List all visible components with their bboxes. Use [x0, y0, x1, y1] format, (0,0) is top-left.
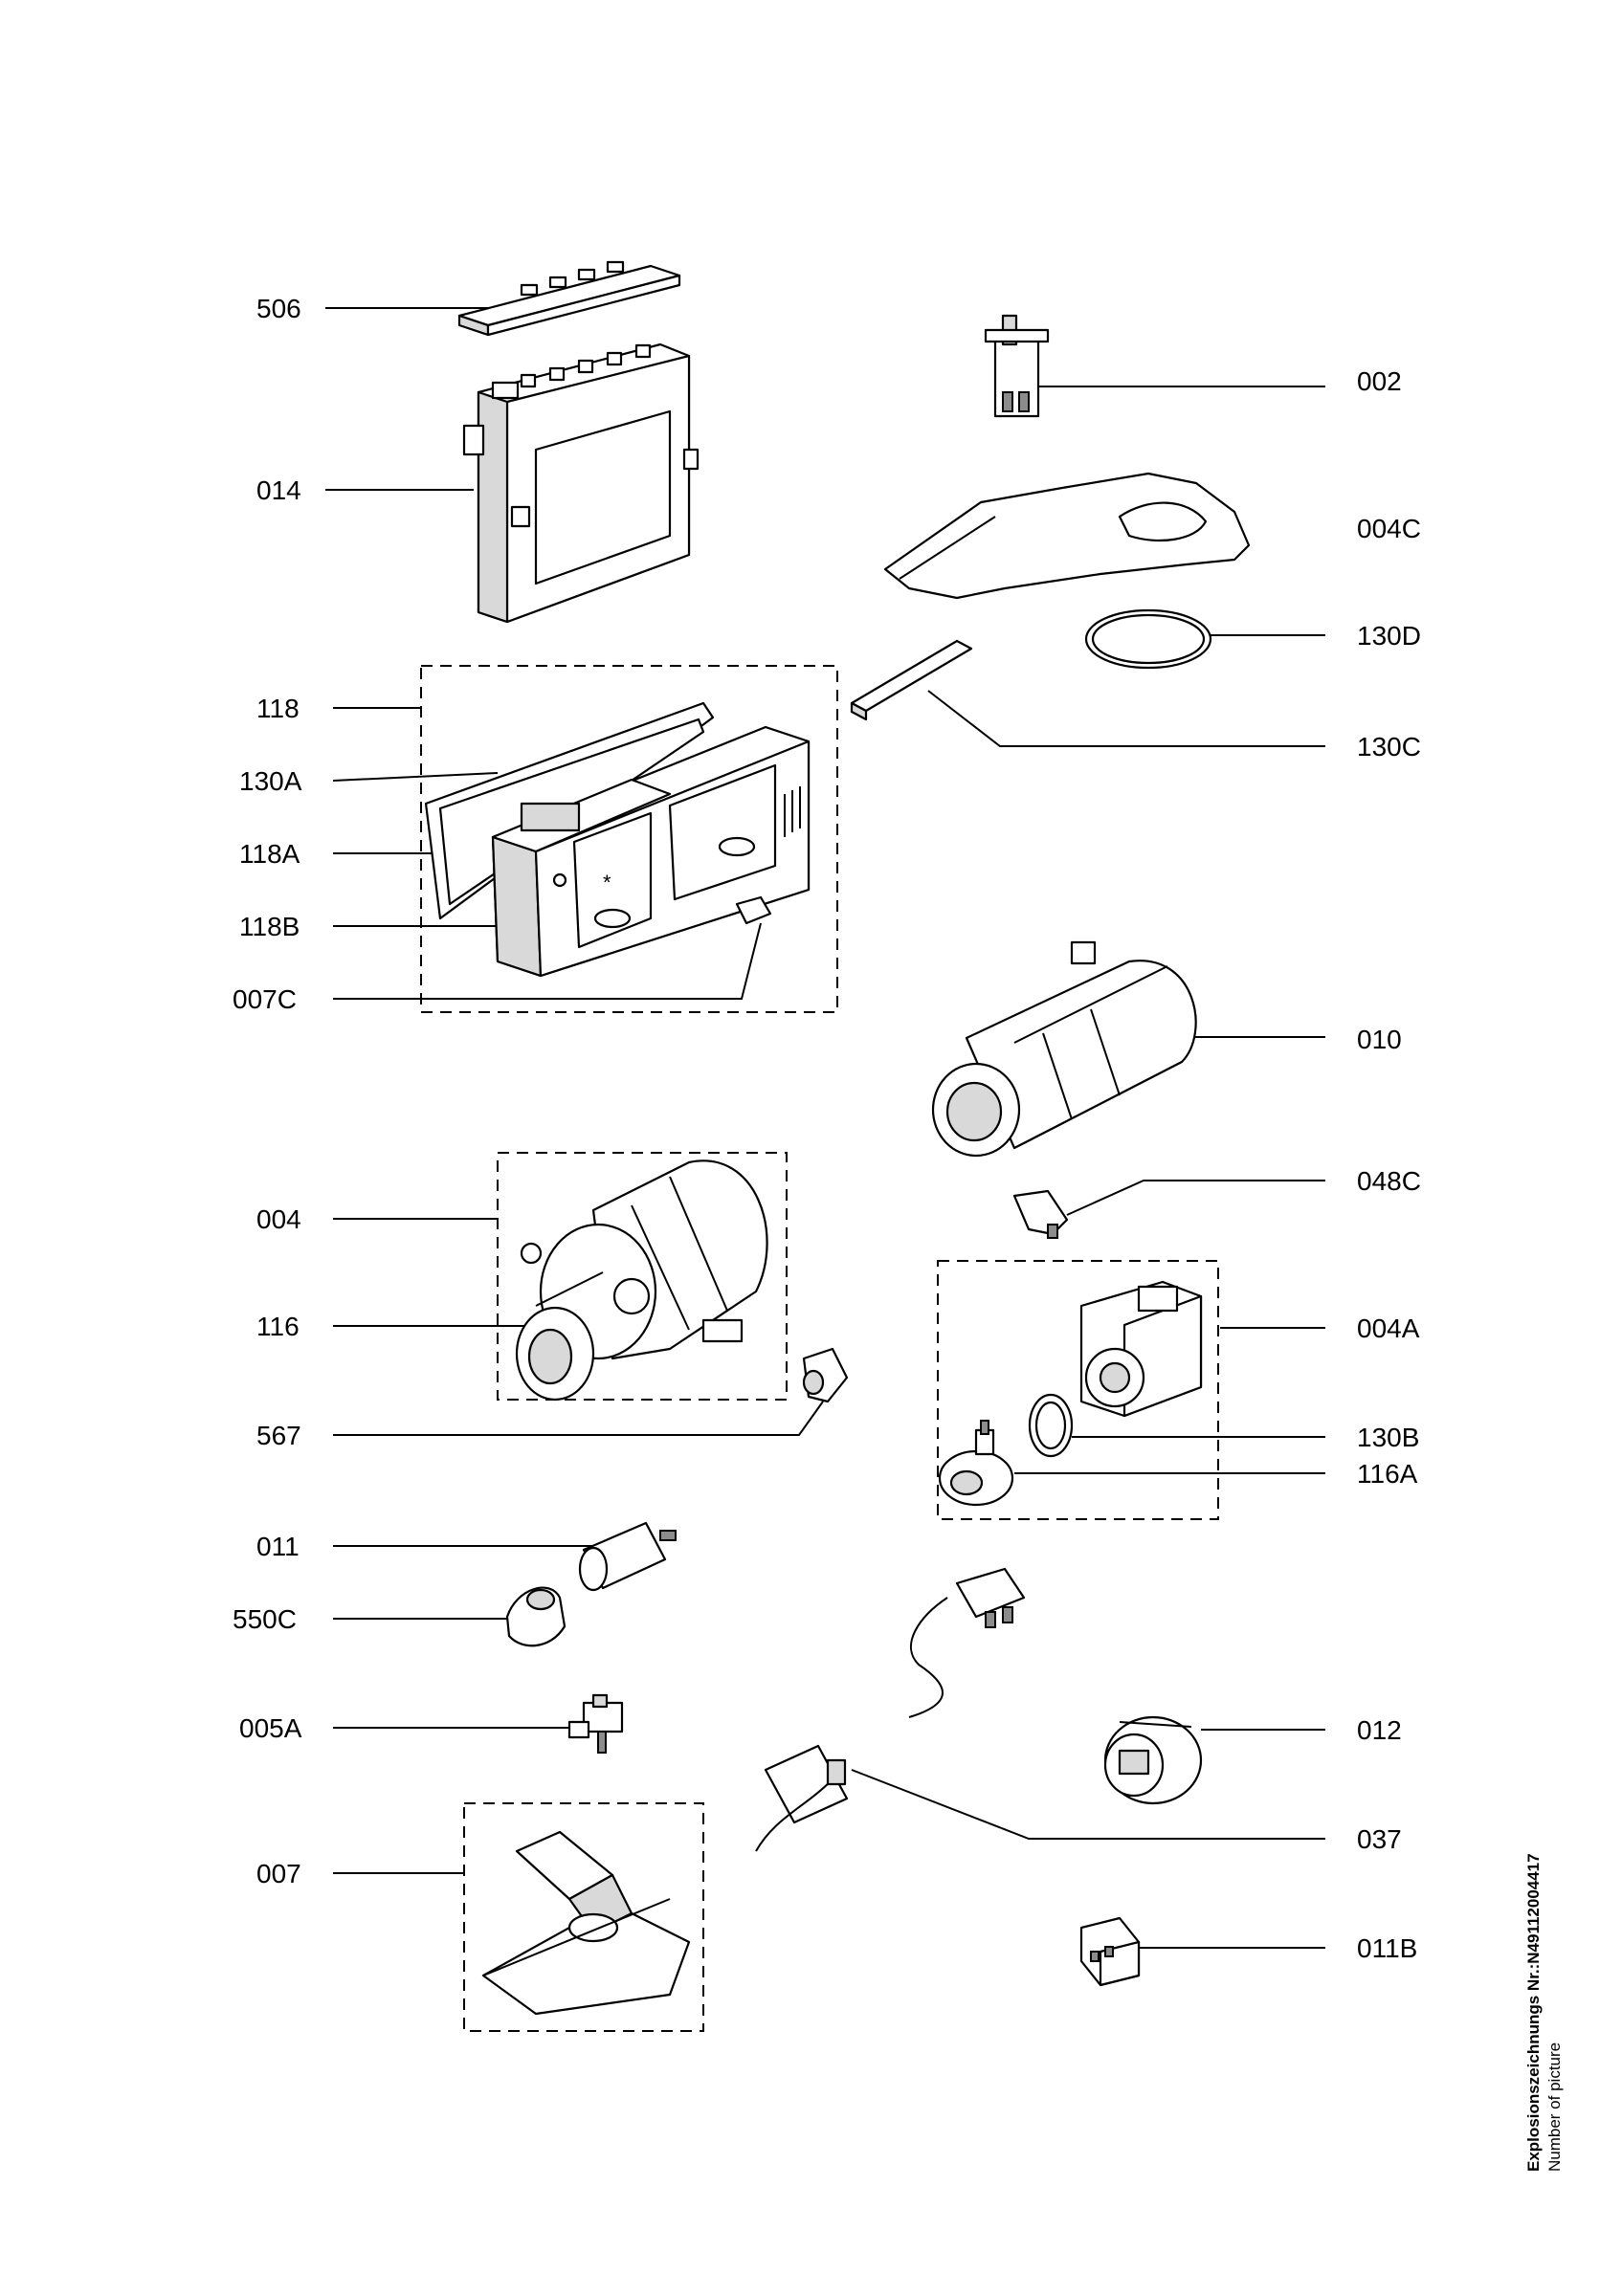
drawing-number: Explosionszeichnungs Nr.:N4911200441​7	[1524, 1853, 1543, 2172]
picture-label: Number of picture	[1545, 2042, 1564, 2172]
part-014-control-module	[462, 342, 700, 624]
leader-037	[851, 1769, 1325, 1840]
callout-130A: 130A	[239, 766, 302, 796]
part-007C-clip	[735, 895, 772, 925]
callout-116A: 116A	[1357, 1459, 1418, 1489]
part-011-capacitor	[578, 1521, 677, 1592]
part-002-switch	[984, 314, 1050, 418]
callout-004C: 004C	[1357, 514, 1421, 543]
part-048C-sensor	[1012, 1189, 1069, 1239]
part-004-pump	[515, 1159, 768, 1402]
part-011B-relay	[1079, 1916, 1141, 1987]
part-116A-valve	[938, 1420, 1014, 1507]
callout-007: 007	[256, 1859, 301, 1888]
callout-004: 004	[256, 1204, 301, 1234]
callout-010: 010	[1357, 1025, 1402, 1054]
group-box-004A	[937, 1260, 1219, 1520]
callout-130C: 130C	[1357, 732, 1421, 762]
callout-037: 037	[1357, 1824, 1402, 1854]
group-box-007	[463, 1802, 704, 2032]
part-004C-cover	[883, 472, 1251, 600]
callout-506: 506	[256, 294, 301, 323]
callout-004A: 004A	[1357, 1314, 1420, 1343]
svg-text:*: *	[603, 871, 611, 894]
callout-118A: 118A	[239, 839, 300, 869]
part-130C-seal	[850, 639, 973, 721]
callout-116: 116	[256, 1312, 300, 1341]
callout-118: 118	[256, 694, 300, 723]
part-007-spray-arm	[481, 1830, 691, 2016]
callout-011B: 011B	[1357, 1933, 1417, 1963]
part-118-dispenser: *	[491, 725, 811, 978]
leader-007C	[333, 922, 762, 1000]
callout-005A: 005A	[239, 1713, 302, 1743]
callout-011: 011	[256, 1532, 300, 1561]
callout-007C: 007C	[233, 984, 297, 1014]
callout-012: 012	[1357, 1715, 1402, 1745]
group-box-004	[497, 1152, 788, 1401]
drawing-number-block: Explosionszeichnungs Nr.:N4911200441​7 N…	[1523, 1853, 1566, 2172]
callout-002: 002	[1357, 366, 1402, 396]
part-005A-valve	[567, 1693, 624, 1754]
part-567-clip	[802, 1347, 849, 1403]
callout-567: 567	[256, 1421, 301, 1450]
leader-130C	[927, 690, 1325, 747]
callout-118B: 118B	[239, 912, 300, 941]
part-130D-oring	[1084, 608, 1212, 670]
callout-550C: 550C	[233, 1604, 297, 1634]
leader-048C	[1066, 1180, 1325, 1216]
part-550C-cap	[505, 1586, 567, 1647]
leader-567	[333, 1401, 824, 1436]
part-010-heater	[931, 940, 1197, 1158]
part-130B-gasket	[1028, 1393, 1074, 1458]
callout-048C: 048C	[1357, 1166, 1421, 1196]
part-506-button-strip	[457, 260, 681, 337]
part-012-pressure-switch	[1103, 1715, 1203, 1805]
callout-014: 014	[256, 475, 301, 505]
part-037-cable	[755, 1567, 1026, 1852]
callout-130B: 130B	[1357, 1423, 1419, 1452]
callout-130D: 130D	[1357, 621, 1421, 651]
part-004A-drain-pump	[1079, 1280, 1203, 1418]
leader-130A	[332, 772, 499, 782]
